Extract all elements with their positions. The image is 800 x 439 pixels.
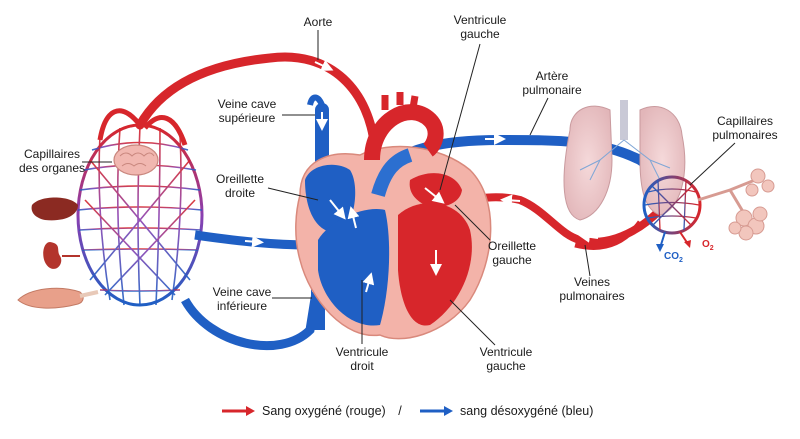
svg-text:Sang oxygéné (rouge): Sang oxygéné (rouge) <box>262 404 386 418</box>
liver-icon <box>31 197 78 221</box>
label-aorte: Aorte <box>304 15 333 60</box>
label-artere-pulmonaire: Artère pulmonaire <box>522 69 582 136</box>
svg-text:Capillaires: Capillaires <box>717 114 773 128</box>
svg-text:droit: droit <box>350 359 374 373</box>
label-ventricule-droit: Ventricule droit <box>336 280 389 373</box>
svg-text:gauche: gauche <box>460 27 500 41</box>
label-ventricule-gauche-bottom: Ventricule gauche <box>449 299 533 373</box>
svg-text:Capillaires: Capillaires <box>24 147 80 161</box>
svg-text:pulmonaire: pulmonaire <box>522 83 582 97</box>
alveoli-icon <box>697 168 775 241</box>
brain-icon <box>113 144 159 176</box>
svg-text:gauche: gauche <box>486 359 526 373</box>
svg-text:Oreillette: Oreillette <box>216 172 264 186</box>
svg-text:Veines: Veines <box>574 275 610 289</box>
svg-text:des organes: des organes <box>19 161 85 175</box>
label-oreillette-droite: Oreillette droite <box>216 172 319 201</box>
label-capillaires-pulmonaires: Capillaires pulmonaires <box>689 114 778 186</box>
label-veine-cave-superieure: Veine cave supérieure <box>218 97 315 125</box>
legend-deoxygenated: sang désoxygéné (bleu) <box>420 404 593 418</box>
svg-text:Ventricule: Ventricule <box>336 345 389 359</box>
svg-text:Ventricule: Ventricule <box>454 13 507 27</box>
svg-text:pulmonaires: pulmonaires <box>559 289 624 303</box>
label-ventricule-gauche-top: Ventricule gauche <box>439 13 507 191</box>
svg-text:Oreillette: Oreillette <box>488 239 536 253</box>
label-capillaires-organes: Capillaires des organes <box>19 147 112 175</box>
label-veine-cave-inferieure: Veine cave inférieure <box>213 285 312 313</box>
label-veines-pulmonaires: Veines pulmonaires <box>559 244 625 303</box>
organ-capillaries <box>76 123 204 307</box>
svg-text:Aorte: Aorte <box>304 15 333 29</box>
svg-text:supérieure: supérieure <box>219 111 276 125</box>
legend-oxygenated: Sang oxygéné (rouge) <box>222 404 386 418</box>
legend: Sang oxygéné (rouge) / sang désoxygéné (… <box>222 404 593 418</box>
svg-text:sang désoxygéné (bleu): sang désoxygéné (bleu) <box>460 404 593 418</box>
label-oreillette-gauche: Oreillette gauche <box>454 204 536 267</box>
svg-text:inférieure: inférieure <box>217 299 267 313</box>
pulmonary-capillaries <box>642 175 702 235</box>
legend-separator: / <box>398 404 402 418</box>
co2-label: CO2 <box>664 251 683 264</box>
pulmonary-veins-vessel <box>464 193 663 250</box>
svg-text:gauche: gauche <box>492 253 532 267</box>
svg-text:Artère: Artère <box>536 69 569 83</box>
svg-text:Ventricule: Ventricule <box>480 345 533 359</box>
svg-text:droite: droite <box>225 186 255 200</box>
aorta-vessel <box>97 52 380 155</box>
svg-text:Veine cave: Veine cave <box>213 285 272 299</box>
kidney-icon <box>43 242 80 269</box>
gas-exchange: CO2 O2 <box>656 231 714 264</box>
o2-label: O2 <box>702 239 714 252</box>
muscle-icon <box>17 287 99 309</box>
heart-icon <box>295 92 492 340</box>
svg-text:Veine cave: Veine cave <box>218 97 277 111</box>
svg-text:pulmonaires: pulmonaires <box>712 128 777 142</box>
